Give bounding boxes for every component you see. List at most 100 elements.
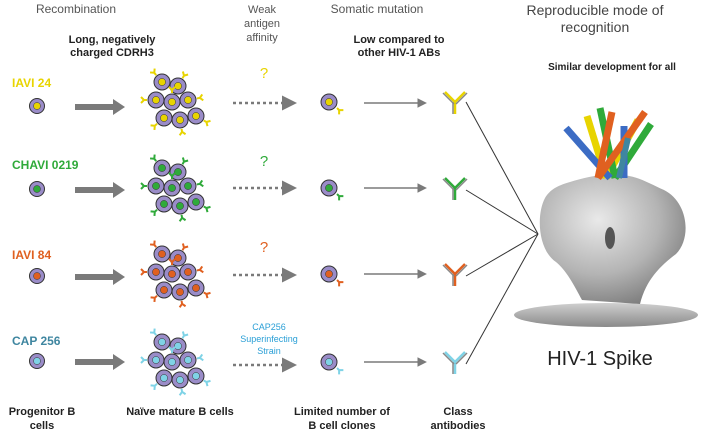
thin-arrows xyxy=(364,98,427,367)
row-label-cap256: CAP 256 xyxy=(12,334,61,348)
receptor xyxy=(140,96,147,104)
clone-cells xyxy=(320,93,344,375)
class-antibodies xyxy=(442,91,468,374)
naive-cell xyxy=(179,91,197,109)
naive-cell xyxy=(171,283,189,301)
antibody-icon xyxy=(442,91,468,114)
receptor xyxy=(196,353,204,362)
subheader-cdrh3-line2: charged CDRH3 xyxy=(70,47,154,59)
footer-limited-line2: B cell clones xyxy=(308,420,375,432)
naive-cell xyxy=(147,177,165,195)
receptor xyxy=(149,68,157,76)
naive-cell xyxy=(153,73,171,91)
receptor xyxy=(168,346,176,353)
naive-cell xyxy=(169,163,187,181)
footer-class-line2: antibodies xyxy=(430,420,485,432)
antibody-icon xyxy=(442,351,468,374)
naive-cell xyxy=(171,371,189,389)
footer-progenitor-line1: Progenitor B xyxy=(9,406,76,418)
receptor xyxy=(196,179,204,188)
naive-cell xyxy=(153,245,171,263)
header-recombination: Recombination xyxy=(36,2,116,16)
receptor xyxy=(140,356,147,364)
naive-cell xyxy=(147,351,165,369)
receptor xyxy=(149,154,157,162)
receptor xyxy=(203,119,211,127)
row-label-iavi24: IAVI 24 xyxy=(12,76,51,90)
receptor xyxy=(336,107,344,115)
receptor xyxy=(178,214,187,222)
receptor xyxy=(181,71,189,79)
receptor xyxy=(149,328,157,336)
progenitor-cell-chavi0219 xyxy=(29,181,45,197)
receptor xyxy=(181,243,189,251)
receptor xyxy=(336,367,344,375)
question-mark-iavi84: ? xyxy=(260,239,268,256)
receptor xyxy=(168,86,176,93)
receptor xyxy=(178,128,187,136)
header-reproducible-line2: recognition xyxy=(561,19,630,35)
question-mark-iavi24: ? xyxy=(260,65,268,82)
header-weak-line1: Weak xyxy=(248,4,276,16)
naive-cell xyxy=(155,369,173,387)
clone-cell xyxy=(320,353,338,371)
naive-cell xyxy=(171,197,189,215)
receptor xyxy=(203,205,211,213)
receptor xyxy=(178,300,187,308)
dotted-arrows xyxy=(233,95,297,373)
question-mark-chavi0219: ? xyxy=(260,153,268,170)
naive-cell xyxy=(187,367,205,385)
naive-cell xyxy=(169,249,187,267)
clone-cell xyxy=(320,179,338,197)
row-label-iavi84: IAVI 84 xyxy=(12,248,51,262)
header-somatic: Somatic mutation xyxy=(331,2,424,16)
cap256-note-line1: CAP256 xyxy=(252,322,286,332)
row-label-chavi0219: CHAVI 0219 xyxy=(12,158,79,172)
clone-cell xyxy=(320,265,338,283)
receptor xyxy=(168,172,176,179)
naive-cell-clusters xyxy=(140,68,211,396)
thick-arrows xyxy=(75,99,125,370)
naive-cell xyxy=(169,337,187,355)
receptor xyxy=(203,379,211,387)
receptor xyxy=(336,279,344,287)
convergence-lines xyxy=(465,101,539,365)
naive-cell xyxy=(153,333,171,351)
footer-progenitor-line2: cells xyxy=(30,420,54,432)
antibody-icon xyxy=(442,177,468,200)
naive-cell xyxy=(147,263,165,281)
subheader-low-line2: other HIV-1 ABs xyxy=(358,47,441,59)
naive-cell xyxy=(169,77,187,95)
naive-cell xyxy=(163,265,181,283)
receptor xyxy=(168,258,176,265)
footer-class-line1: Class xyxy=(443,406,472,418)
naive-cell xyxy=(171,111,189,129)
receptor xyxy=(150,209,158,217)
receptor xyxy=(150,383,158,391)
naive-cell xyxy=(179,263,197,281)
receptor xyxy=(150,123,158,131)
receptor xyxy=(336,193,344,201)
receptor xyxy=(149,240,157,248)
naive-cell xyxy=(155,195,173,213)
receptor xyxy=(196,265,204,274)
subheader-cdrh3-line1: Long, negatively xyxy=(69,34,157,46)
naive-cell xyxy=(163,93,181,111)
progenitor-cell-iavi84 xyxy=(29,268,45,284)
naive-cell xyxy=(153,159,171,177)
naive-cell xyxy=(147,91,165,109)
clone-cell xyxy=(320,93,338,111)
spike-label: HIV-1 Spike xyxy=(547,348,653,370)
receptor xyxy=(178,388,187,396)
subheader-low-line1: Low compared to xyxy=(353,34,444,46)
naive-cell xyxy=(187,107,205,125)
receptor xyxy=(203,291,211,299)
naive-cell xyxy=(179,177,197,195)
progenitor-cell-cap256 xyxy=(29,353,45,369)
footer-limited-line1: Limited number of xyxy=(294,406,390,418)
receptor xyxy=(181,157,189,165)
antibody-icon xyxy=(442,263,468,286)
naive-cell xyxy=(179,351,197,369)
